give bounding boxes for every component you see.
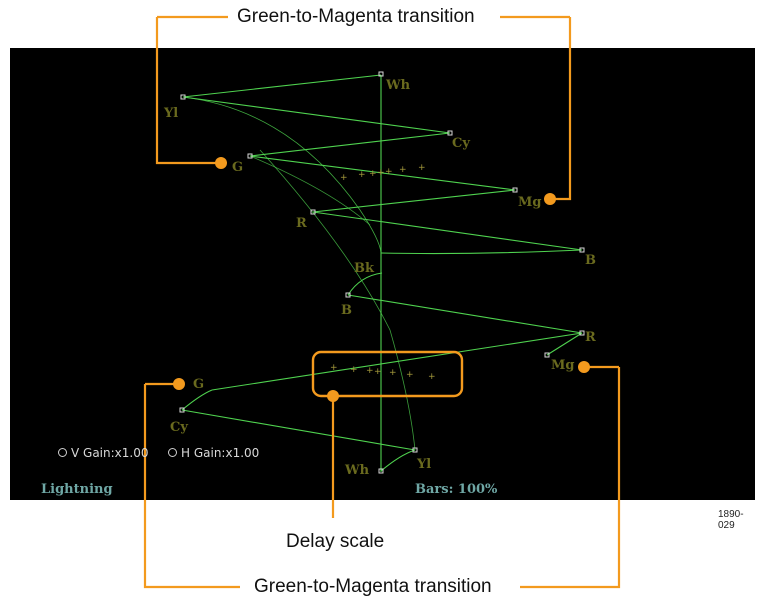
delay-scale-highlight	[311, 350, 464, 398]
svg-text:+: +	[366, 366, 374, 376]
callout-dots	[173, 157, 590, 402]
svg-text:+: +	[385, 167, 393, 177]
svg-text:+: +	[374, 367, 382, 377]
target-label: G	[232, 160, 243, 175]
target-label: Mg	[518, 195, 541, 210]
target-label: Wh	[344, 463, 370, 478]
svg-text:+: +	[369, 169, 377, 179]
upper-traces	[182, 74, 583, 255]
svg-text:+: +	[377, 168, 385, 178]
target-label: Bk	[354, 261, 375, 276]
svg-text:+: +	[406, 370, 414, 380]
v-gain-readout: V Gain:x1.00	[58, 446, 148, 460]
svg-text:+: +	[399, 165, 407, 175]
lower-traces	[181, 149, 583, 472]
svg-text:+: +	[358, 170, 366, 180]
target-label: B	[585, 253, 596, 268]
svg-text:+: +	[340, 173, 348, 183]
callout-lines	[143, 15, 621, 589]
h-gain-readout: H Gain:x1.00	[168, 446, 259, 460]
svg-text:+: +	[418, 163, 426, 173]
delay-markers-lower: + + + + + + +	[330, 363, 436, 382]
target-label: R	[296, 216, 307, 231]
top-callout-label: Green-to-Magenta transition	[233, 6, 479, 28]
svg-text:+: +	[428, 372, 436, 382]
v-gain-value: V Gain:x1.00	[71, 446, 149, 460]
target-boxes	[179, 71, 585, 474]
svg-text:+: +	[389, 368, 397, 378]
target-label: G	[193, 377, 204, 392]
target-label: Cy	[452, 136, 470, 151]
h-gain-value: H Gain:x1.00	[181, 446, 260, 460]
target-label: Mg	[551, 358, 574, 373]
target-label: Yl	[163, 106, 178, 121]
scope-display	[10, 48, 755, 500]
svg-text:+: +	[330, 363, 338, 373]
delay-scale-label: Delay scale	[282, 531, 389, 553]
target-label: Yl	[416, 457, 431, 472]
delay-markers-upper: + + + + + + +	[340, 163, 426, 183]
target-label: B	[341, 303, 352, 318]
display-name: Lightning	[41, 482, 113, 497]
h-gain-indicator-icon	[168, 448, 177, 457]
target-label: Wh	[385, 78, 411, 93]
target-labels: Wh Yl Cy G Mg R B Bk B R Mg G Cy Yl Wh	[163, 78, 596, 478]
bars-readout: Bars: 100%	[415, 482, 498, 497]
v-gain-indicator-icon	[58, 448, 67, 457]
bottom-callout-label: Green-to-Magenta transition	[250, 576, 496, 598]
svg-text:+: +	[350, 365, 358, 375]
target-label: Cy	[170, 420, 188, 435]
figure-id: 1890-029	[718, 509, 744, 531]
target-label: R	[585, 330, 596, 345]
